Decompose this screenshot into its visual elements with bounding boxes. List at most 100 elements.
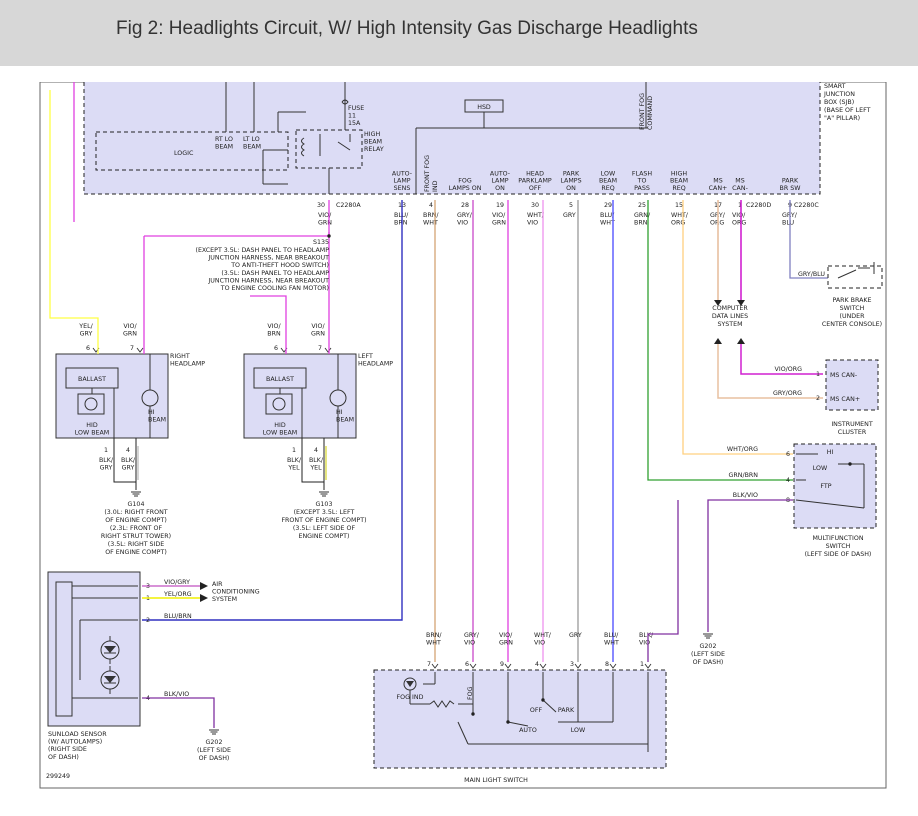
sjb-label: SMART <box>824 83 846 90</box>
sjb-pin-wire-color: ORG <box>732 220 746 227</box>
sjb-pin-wire-color: VIO/ <box>492 212 506 219</box>
sjb-rt-lo-label: BEAM <box>215 144 233 151</box>
relay-label: BEAM <box>364 139 382 146</box>
multifunction-pos-low: LOW <box>813 465 828 472</box>
sjb-pin-wire-color: GRY <box>563 212 576 219</box>
main-switch-pin-connector <box>504 663 512 669</box>
park-brake-label: CENTER CONSOLE) <box>822 321 882 328</box>
sjb-pin-label: LAMP <box>393 178 410 185</box>
main-switch-wire-color: BRN/ <box>426 632 442 639</box>
sjb-pin-number: 1 <box>738 202 742 209</box>
arrow-icon <box>200 582 208 590</box>
connector-c2280d: C2280D <box>746 202 771 209</box>
wire-yel-gry <box>49 90 99 346</box>
left-headlamp-ground-wire: BLK/ <box>287 457 302 464</box>
main-switch-wire-color: GRY/ <box>464 632 480 639</box>
multifunction-pin: 4 <box>786 477 790 484</box>
sjb-pin-wire-color: WHT <box>600 220 615 227</box>
right-headlamp-pin-wire: VIO/ <box>123 323 137 330</box>
wire-grn-brn <box>647 200 793 481</box>
fuse-label: 15A <box>348 120 361 127</box>
sjb-pin-label: BEAM <box>670 178 688 185</box>
main-switch-wire-color: WHT <box>604 640 619 647</box>
left-headlamp-pin: 7 <box>318 345 322 352</box>
sjb-pin-wire-color: GRN <box>318 220 332 227</box>
cluster-pin-label: MS CAN- <box>830 372 857 379</box>
main-switch-wire-color: VIO <box>464 640 475 647</box>
g104-desc: (2.3L: FRONT OF <box>110 525 163 532</box>
left-headlamp-pin-connector <box>324 347 332 353</box>
main-switch-wire-color: BLU/ <box>604 632 619 639</box>
sunload-wire-color: BLK/VIO <box>164 691 189 698</box>
sjb-pin-label: LAMPS <box>560 178 581 185</box>
sjb-pin-number: 5 <box>569 202 573 209</box>
sjb-pin-label: FRONT FOG <box>424 155 431 192</box>
sjb-lt-lo-label: LT LO <box>243 136 260 143</box>
cluster-pin: 2 <box>816 395 820 402</box>
ac-system-label: CONDITIONING <box>212 589 260 596</box>
right-headlamp-pin: 7 <box>130 345 134 352</box>
photodiode-icon <box>104 646 116 653</box>
data-lines-label: DATA LINES <box>712 313 748 320</box>
left-headlamp-ground-wire: YEL <box>309 465 322 472</box>
s135-desc: TO ANTI-THEFT HOOD SWITCH) <box>230 262 329 269</box>
right-headlamp-hi-label: BEAM <box>148 417 166 424</box>
sjb-logic-label: LOGIC <box>174 150 194 157</box>
left-headlamp-hid-label: HID <box>274 422 286 429</box>
s135-desc: TO ENGINE COOLING FAN MOTOR) <box>220 285 329 292</box>
cluster-pin-label: MS CAN+ <box>830 396 860 403</box>
sjb-pin-label: HIGH <box>671 170 687 177</box>
right-headlamp-hi-label: HI <box>148 409 155 416</box>
g202-left-desc: OF DASH) <box>199 755 230 762</box>
cluster-wire-color: VIO/ORG <box>775 366 803 373</box>
fuse-icon <box>341 99 349 105</box>
mf-contact <box>848 462 852 466</box>
right-headlamp-hid-label: HID <box>86 422 98 429</box>
sjb-pin-label: CAN+ <box>709 185 728 192</box>
wire-vio-org <box>740 344 823 375</box>
main-switch-pin-connector <box>539 663 547 669</box>
multifunction-wire-color: GRN/BRN <box>729 472 759 479</box>
sjb-label: BOX (SJB) <box>824 99 854 106</box>
sjb-pin-label: PARK <box>563 170 580 177</box>
sjb-pin-label: FLASH <box>632 170 653 177</box>
front-fog-command-label: FRONT FOG <box>639 93 646 130</box>
left-headlamp-pin-wire: BRN <box>267 331 281 338</box>
sjb-pin-wire-color: WHT/ <box>527 212 545 219</box>
sjb-rt-lo-label: RT LO <box>215 136 233 143</box>
g103-desc: FRONT OF ENGINE COMPT) <box>281 517 366 524</box>
sjb-pin-wire-color: BRN <box>634 220 648 227</box>
g103-desc: (3.5L: LEFT SIDE OF <box>293 525 356 532</box>
main-switch-pos-auto: AUTO <box>519 727 537 734</box>
right-headlamp-pin-connector <box>136 347 144 353</box>
main-switch-wire-color: GRN <box>499 640 513 647</box>
data-lines-label: SYSTEM <box>717 321 742 328</box>
figure-title: Fig 2: Headlights Circuit, W/ High Inten… <box>116 18 698 39</box>
sunload-strip <box>55 581 73 717</box>
right-headlamp-pin-wire: GRN <box>123 331 137 338</box>
g202-right-desc: (LEFT SIDE <box>691 651 725 658</box>
arrow-icon <box>737 338 745 344</box>
g104-desc: (3.5L: RIGHT SIDE <box>108 541 164 548</box>
right-headlamp-ground-wire: BLK/ <box>99 457 114 464</box>
sjb-pin-label: LAMP <box>491 178 508 185</box>
g104-desc: OF ENGINE COMPT) <box>105 517 167 524</box>
left-headlamp-ground-pin: 1 <box>292 447 296 454</box>
s135-desc: JUNCTION HARNESS, NEAR BREAKOUT <box>207 277 329 284</box>
main-switch-wire-color: GRY <box>569 632 582 639</box>
sjb-pin-wire-color: BRN <box>394 220 408 227</box>
sjb-pin-label: HEAD <box>526 170 544 177</box>
wire-wht-org <box>682 200 793 455</box>
sjb-pin-label: CAN- <box>732 185 748 192</box>
sjb-label: JUNCTION <box>823 91 855 98</box>
sjb-label: "A" PILLAR) <box>824 115 860 122</box>
sunload-pin: 2 <box>146 617 150 624</box>
multifunction-label: SWITCH <box>826 543 851 550</box>
g202-right-desc: OF DASH) <box>693 659 724 666</box>
s135-desc: (EXCEPT 3.5L: DASH PANEL TO HEADLAMP <box>195 247 329 254</box>
sunload-label: OF DASH) <box>48 754 79 761</box>
data-lines-label: COMPUTER <box>712 305 748 312</box>
cluster-wire-color: GRY/ORG <box>773 390 802 397</box>
right-headlamp-ground-pin: 4 <box>126 447 130 454</box>
